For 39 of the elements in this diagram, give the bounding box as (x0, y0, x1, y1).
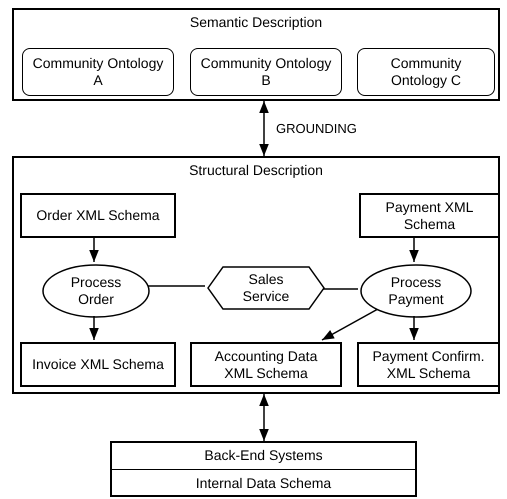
connector-line (148, 285, 205, 287)
node-title: Accounting Data XML Schema (214, 346, 318, 382)
node-subtitle: Internal Data Schema (194, 475, 332, 492)
process-ellipse (42, 264, 150, 318)
node-title: Community Ontology B (200, 54, 332, 90)
schema-box (20, 193, 176, 238)
node-title: Sales Service (242, 270, 290, 306)
ontology-box (22, 48, 174, 96)
node-title: Community Ontology A (32, 54, 164, 90)
double-arrow (259, 394, 269, 441)
section-panel (12, 8, 500, 101)
arrow (322, 308, 378, 341)
double-arrow (259, 101, 269, 156)
arrow (89, 236, 99, 262)
node-title: Order XML Schema (35, 206, 161, 225)
node-title: Payment Confirm. XML Schema (371, 346, 486, 382)
node-title: Process Order (70, 273, 122, 309)
node-title: Community Ontology C (390, 54, 462, 90)
node-title: Payment XML Schema (384, 198, 474, 234)
arrow (409, 316, 419, 340)
schema-box (357, 342, 500, 387)
ontology-box (357, 48, 495, 96)
schema-box (190, 342, 342, 387)
node-title: Invoice XML Schema (31, 355, 165, 374)
arrow (89, 316, 99, 340)
section-panel (12, 156, 500, 394)
process-ellipse (360, 264, 472, 318)
node-title: Semantic Description (188, 14, 324, 31)
system-box (110, 441, 417, 497)
connector-line (323, 288, 358, 290)
schema-box (359, 193, 500, 238)
service-hexagon (207, 266, 325, 310)
arrow (409, 236, 419, 262)
schema-box (20, 342, 176, 387)
node-title: Structural Description (188, 162, 324, 179)
ontology-box (190, 48, 342, 96)
node-title: Back-End Systems (203, 447, 324, 464)
edge-label: GROUNDING (274, 120, 359, 136)
node-title: Process Payment (387, 273, 445, 309)
